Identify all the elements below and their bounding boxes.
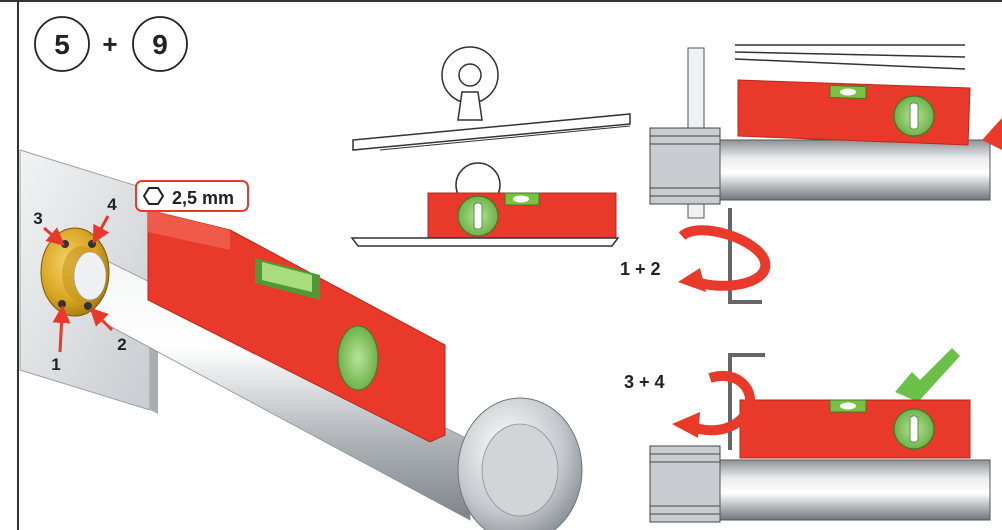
check-mark-icon <box>895 348 960 402</box>
step-number-a: 5 <box>54 29 70 60</box>
plus-sign: + <box>102 29 117 59</box>
hex-key-tighten <box>728 353 765 450</box>
set-screw-2 <box>84 302 92 310</box>
step-circle-b: 9 <box>132 16 188 72</box>
arrow-screw-4 <box>92 215 110 244</box>
step-label-tighten: 3 + 4 <box>624 372 665 392</box>
mounting-collar <box>40 227 110 317</box>
tool-size-label: 2,5 mm <box>172 188 234 208</box>
rotation-arrow-loosen <box>678 225 771 291</box>
panel-loosen <box>649 44 1002 304</box>
spirit-level <box>147 209 446 443</box>
end-flange <box>457 397 583 530</box>
step-number-b: 9 <box>152 29 168 60</box>
step-label-loosen: 1 + 2 <box>620 259 661 279</box>
screw-label-1: 1 <box>51 355 60 374</box>
screw-label-4: 4 <box>107 195 117 214</box>
level-diagram-front <box>350 162 620 247</box>
rotation-arrow-tighten <box>687 371 755 436</box>
screw-label-3: 3 <box>33 209 42 228</box>
hex-key-icon <box>142 187 165 205</box>
level-diagram-top <box>352 46 631 151</box>
panel-tighten <box>649 348 991 523</box>
collar-side-view <box>649 127 721 205</box>
tool-size-tag: 2,5 mm <box>135 180 249 212</box>
screw-label-2: 2 <box>117 335 126 354</box>
set-screw-4 <box>88 240 96 248</box>
tilt-arrow <box>982 118 1002 150</box>
level-vial <box>337 325 379 391</box>
arrow-screw-3 <box>43 226 65 246</box>
arrow-screw-2 <box>89 307 114 332</box>
step-circle-a: 5 <box>34 16 90 72</box>
set-screw-3 <box>61 240 69 248</box>
arrow-screw-1 <box>52 305 71 353</box>
set-screw-1 <box>58 300 66 308</box>
